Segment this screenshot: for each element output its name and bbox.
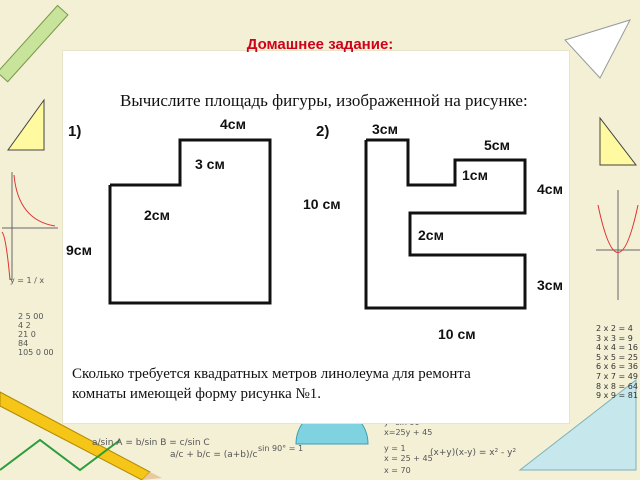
zigzag-line-icon <box>0 438 121 472</box>
multiplication-row: 7 x 7 = 49 <box>596 371 638 381</box>
multiplication-row: 9 x 9 = 81 <box>596 391 638 401</box>
sin-identity: sin 90° = 1 <box>258 444 304 453</box>
figure1-step-label: 3 см <box>195 156 225 172</box>
task-text: Вычислите площадь фигуры, изображенной н… <box>120 91 528 110</box>
system-line: x = 25 + 45 <box>384 454 433 463</box>
figure2-upper-gap-label: 1см <box>462 167 488 183</box>
figure1-number: 1) <box>68 123 82 140</box>
system-line: x=25y + 45 <box>384 428 433 437</box>
figure2-lower-right-label: 3см <box>537 277 563 293</box>
question-text: Сколько требуется квадратных метров лино… <box>72 364 532 404</box>
multiplication-row: 5 x 5 = 25 <box>596 352 638 362</box>
calc-line: 2 5 00 <box>18 312 44 321</box>
figure1-ledge-label: 2см <box>144 207 170 223</box>
right-triangle-icon-right <box>599 116 638 166</box>
graph-label: y = 1 / x <box>10 276 45 285</box>
figure1-outline <box>108 138 272 305</box>
figure1-top-label: 4см <box>220 116 246 132</box>
calc-line: 4 2 <box>18 321 31 330</box>
content-sheet <box>62 50 570 424</box>
pencil-icon <box>0 391 162 480</box>
system-line: y = 1 <box>384 444 406 453</box>
multiplication-row: 3 x 3 = 9 <box>596 333 633 343</box>
law-of-sines: a/sin A = b/sin B = c/sin C <box>92 438 210 448</box>
paper-plane-icon <box>564 19 631 79</box>
multiplication-row: 6 x 6 = 36 <box>596 362 638 372</box>
calc-line: 84 <box>18 339 29 348</box>
figure2-left-label: 10 см <box>303 196 341 212</box>
fraction-sum: a/c + b/c = (a+b)/c <box>170 450 258 460</box>
multiplication-row: 8 x 8 = 64 <box>596 381 638 391</box>
right-triangle-icon <box>7 98 45 151</box>
figure2-upper-right-label: 4см <box>537 181 563 197</box>
multiplication-row: 4 x 4 = 16 <box>596 343 638 353</box>
calc-line: 105 0 00 <box>18 348 54 357</box>
figure2-notch-label: 2см <box>418 227 444 243</box>
figure2-upper-width-label: 5см <box>484 137 510 153</box>
multiplication-table: 2 x 2 = 4 3 x 3 = 9 4 x 4 = 16 5 x 5 = 2… <box>596 324 638 401</box>
ruler-icon <box>0 4 69 83</box>
multiplication-row: 2 x 2 = 4 <box>596 324 633 333</box>
figure1-left-label: 9см <box>66 242 92 258</box>
calc-line: 21 0 <box>18 330 36 339</box>
slide-title: Домашнее задание: <box>246 36 394 53</box>
hyperbola-graph-icon <box>1 172 58 281</box>
figure2-number: 2) <box>316 123 330 140</box>
expression: (x+y)(x-y) = x² - y² <box>430 448 517 458</box>
figure2-bottom-label: 10 см <box>438 326 476 342</box>
set-square-icon <box>518 378 637 471</box>
question-line: комнаты имеющей форму рисунка №1. <box>72 386 322 402</box>
figure2-top-label: 3см <box>372 121 398 137</box>
system-line: x = 70 <box>384 466 411 475</box>
question-line: Сколько требуется квадратных метров лино… <box>72 366 471 382</box>
parabola-graph-icon <box>596 190 640 300</box>
figure2-outline <box>364 138 527 310</box>
